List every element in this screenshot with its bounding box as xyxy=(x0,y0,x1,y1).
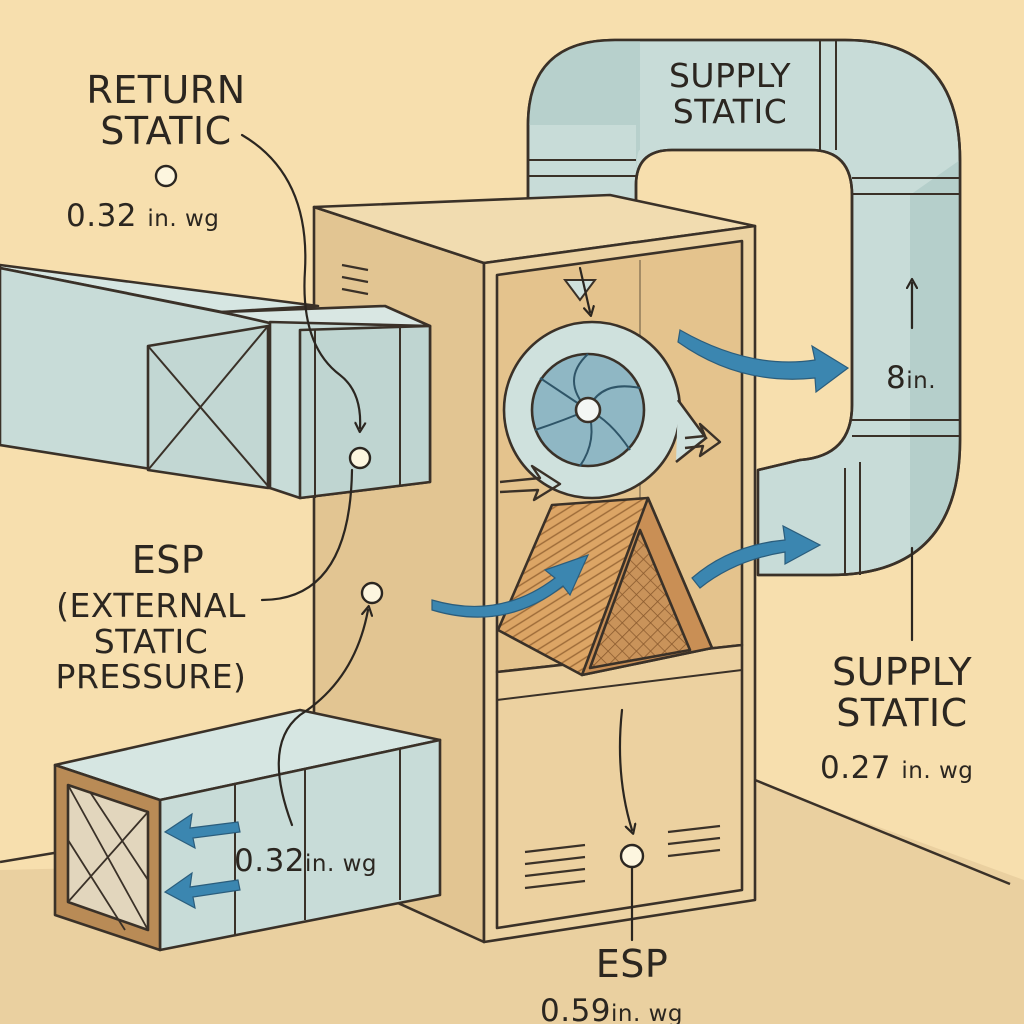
callout-lines xyxy=(240,133,912,942)
return-static-value: 0.32 in. wg xyxy=(66,198,220,234)
airflow-arrow-filter-1 xyxy=(163,812,241,850)
supply-static-top-label: SUPPLY STATIC xyxy=(668,56,792,131)
airflow-arrows xyxy=(163,329,850,910)
a-coil xyxy=(496,496,714,677)
supply-static-right-label: SUPPLY STATIC xyxy=(831,650,973,736)
airflow-arrow-blower-out xyxy=(677,329,850,394)
supply-static-right-value: 0.27 in. wg xyxy=(820,750,974,786)
filter-leader xyxy=(277,610,368,827)
esp-leader xyxy=(260,468,354,602)
flow-arrow-outlines xyxy=(499,422,722,502)
esp-bottom-value: 0.59in. wg xyxy=(540,993,684,1024)
return-duct xyxy=(0,263,432,500)
filter-rack-duct xyxy=(53,708,442,952)
esp-bottom-test-port xyxy=(619,843,645,869)
measurement-points xyxy=(154,164,645,869)
return-static-test-port xyxy=(348,446,372,470)
esp-left-description: (EXTERNAL STATIC PRESSURE) xyxy=(55,586,247,697)
esp-test-port xyxy=(360,581,384,605)
filter-reading-value: 0.32in. wg xyxy=(234,843,378,879)
esp-bottom-leader xyxy=(618,708,632,830)
airflow-arrow-supply xyxy=(691,524,822,589)
return-static-label: RETURN STATIC xyxy=(78,68,254,154)
bottom-vent-louvers xyxy=(524,824,721,890)
esp-left-title: ESP xyxy=(131,538,205,582)
return-static-leader xyxy=(240,133,360,428)
top-vent-louvers xyxy=(341,263,369,296)
airflow-arrow-filter-2 xyxy=(163,871,241,910)
duct-size-label: 8in. xyxy=(886,360,937,396)
esp-bottom-title: ESP xyxy=(595,942,669,986)
blower-inlet-arrow xyxy=(578,266,590,312)
return-static-marker xyxy=(154,164,178,188)
blower-assembly xyxy=(502,279,708,500)
return-static-title-line2: STATIC xyxy=(100,109,232,154)
return-static-title-line1: RETURN xyxy=(86,68,246,112)
airflow-arrow-into-coil xyxy=(431,553,590,618)
